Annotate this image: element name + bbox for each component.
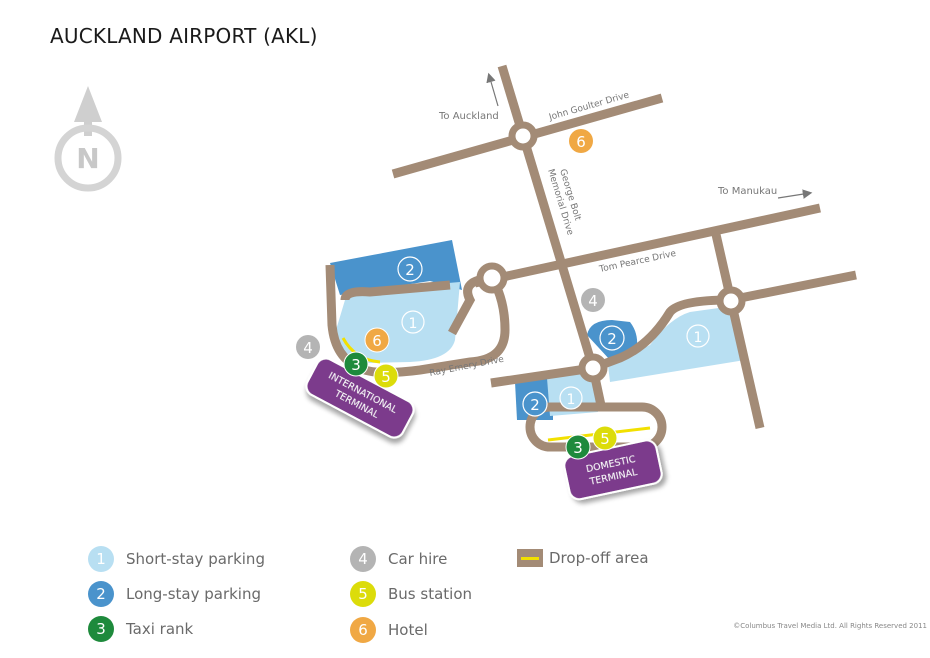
north-compass-icon: N xyxy=(54,86,122,192)
marker-short-stay-2[interactable]: 1 xyxy=(686,324,710,348)
marker-long-stay-1[interactable]: 2 xyxy=(397,256,423,282)
svg-text:3: 3 xyxy=(351,356,361,374)
long-stay-badge-icon: 2 xyxy=(88,581,114,607)
dropoff-swatch-icon xyxy=(517,549,543,567)
legend-short-stay: 1 Short-stay parking xyxy=(88,546,265,572)
marker-hotel-1[interactable]: 6 xyxy=(569,129,593,153)
road-george-bolt xyxy=(497,64,598,370)
road-ray-emery-east xyxy=(490,363,594,388)
svg-text:4: 4 xyxy=(303,339,313,357)
short-stay-badge-icon: 1 xyxy=(88,546,114,572)
long-stay-parking-international xyxy=(330,240,462,295)
marker-car-hire-2[interactable]: 4 xyxy=(581,288,605,312)
marker-short-stay-1[interactable]: 1 xyxy=(401,310,425,334)
marker-bus-1[interactable]: 5 xyxy=(373,363,399,389)
marker-taxi-1[interactable]: 3 xyxy=(343,351,369,377)
svg-text:4: 4 xyxy=(588,292,598,310)
compass-label: N xyxy=(76,142,99,175)
svg-text:1: 1 xyxy=(694,330,703,346)
svg-text:6: 6 xyxy=(372,332,382,350)
legend-hotel: 6 Hotel xyxy=(350,617,428,643)
legend-label: Bus station xyxy=(388,585,473,603)
roundabouts xyxy=(476,121,746,383)
road-domestic-dropoff-loop xyxy=(525,402,667,452)
legend-bus: 5 Bus station xyxy=(350,581,472,607)
legend-car-hire: 4 Car hire xyxy=(350,546,447,572)
to-manukau-arrow-icon xyxy=(777,189,813,199)
to-auckland-arrow-icon xyxy=(486,72,499,107)
svg-text:1: 1 xyxy=(409,316,418,332)
marker-hotel-2[interactable]: 6 xyxy=(364,327,390,353)
legend-taxi: 3 Taxi rank xyxy=(88,616,193,642)
marker-taxi-2[interactable]: 3 xyxy=(565,434,591,460)
hotel-badge-icon: 6 xyxy=(350,617,376,643)
svg-text:5: 5 xyxy=(600,430,610,448)
map-title: AUCKLAND AIRPORT (AKL) xyxy=(50,24,318,48)
international-terminal[interactable]: INTERNATIONAL TERMINAL xyxy=(303,355,417,441)
road-tom-pearce xyxy=(474,203,821,288)
marker-bus-2[interactable]: 5 xyxy=(592,425,618,451)
svg-text:2: 2 xyxy=(607,330,617,348)
svg-text:2: 2 xyxy=(405,261,415,279)
car-hire-badge-icon: 4 xyxy=(350,546,376,572)
legend-label: Drop-off area xyxy=(549,549,649,567)
legend-long-stay: 2 Long-stay parking xyxy=(88,581,261,607)
label-to-auckland: To Auckland xyxy=(438,111,499,122)
marker-car-hire-1[interactable]: 4 xyxy=(296,335,320,359)
legend-label: Short-stay parking xyxy=(126,550,265,568)
marker-long-stay-3[interactable]: 2 xyxy=(522,391,548,417)
svg-text:5: 5 xyxy=(381,368,391,386)
svg-text:2: 2 xyxy=(530,396,540,414)
road-east-spur xyxy=(710,229,765,429)
legend-label: Taxi rank xyxy=(126,620,194,638)
road-int-loop xyxy=(325,264,510,378)
legend-label: Long-stay parking xyxy=(126,585,262,603)
marker-short-stay-3[interactable]: 1 xyxy=(559,386,583,410)
marker-long-stay-2[interactable]: 2 xyxy=(599,325,625,351)
legend-dropoff: Drop-off area xyxy=(517,549,649,567)
domestic-terminal[interactable]: DOMESTIC TERMINAL xyxy=(562,439,663,502)
svg-text:3: 3 xyxy=(573,439,583,457)
copyright-notice: ©Columbus Travel Media Ltd. All Rights R… xyxy=(733,622,927,630)
road-int-inner xyxy=(340,280,451,301)
short-stay-parking-domestic-east xyxy=(608,306,745,382)
svg-text:6: 6 xyxy=(576,133,586,151)
legend-label: Car hire xyxy=(388,550,448,568)
road-domestic-east xyxy=(591,270,857,373)
legend-label: Hotel xyxy=(388,621,428,639)
bus-badge-icon: 5 xyxy=(350,581,376,607)
svg-text:1: 1 xyxy=(567,392,576,408)
label-to-manukau: To Manukau xyxy=(717,186,777,197)
taxi-badge-icon: 3 xyxy=(88,616,114,642)
